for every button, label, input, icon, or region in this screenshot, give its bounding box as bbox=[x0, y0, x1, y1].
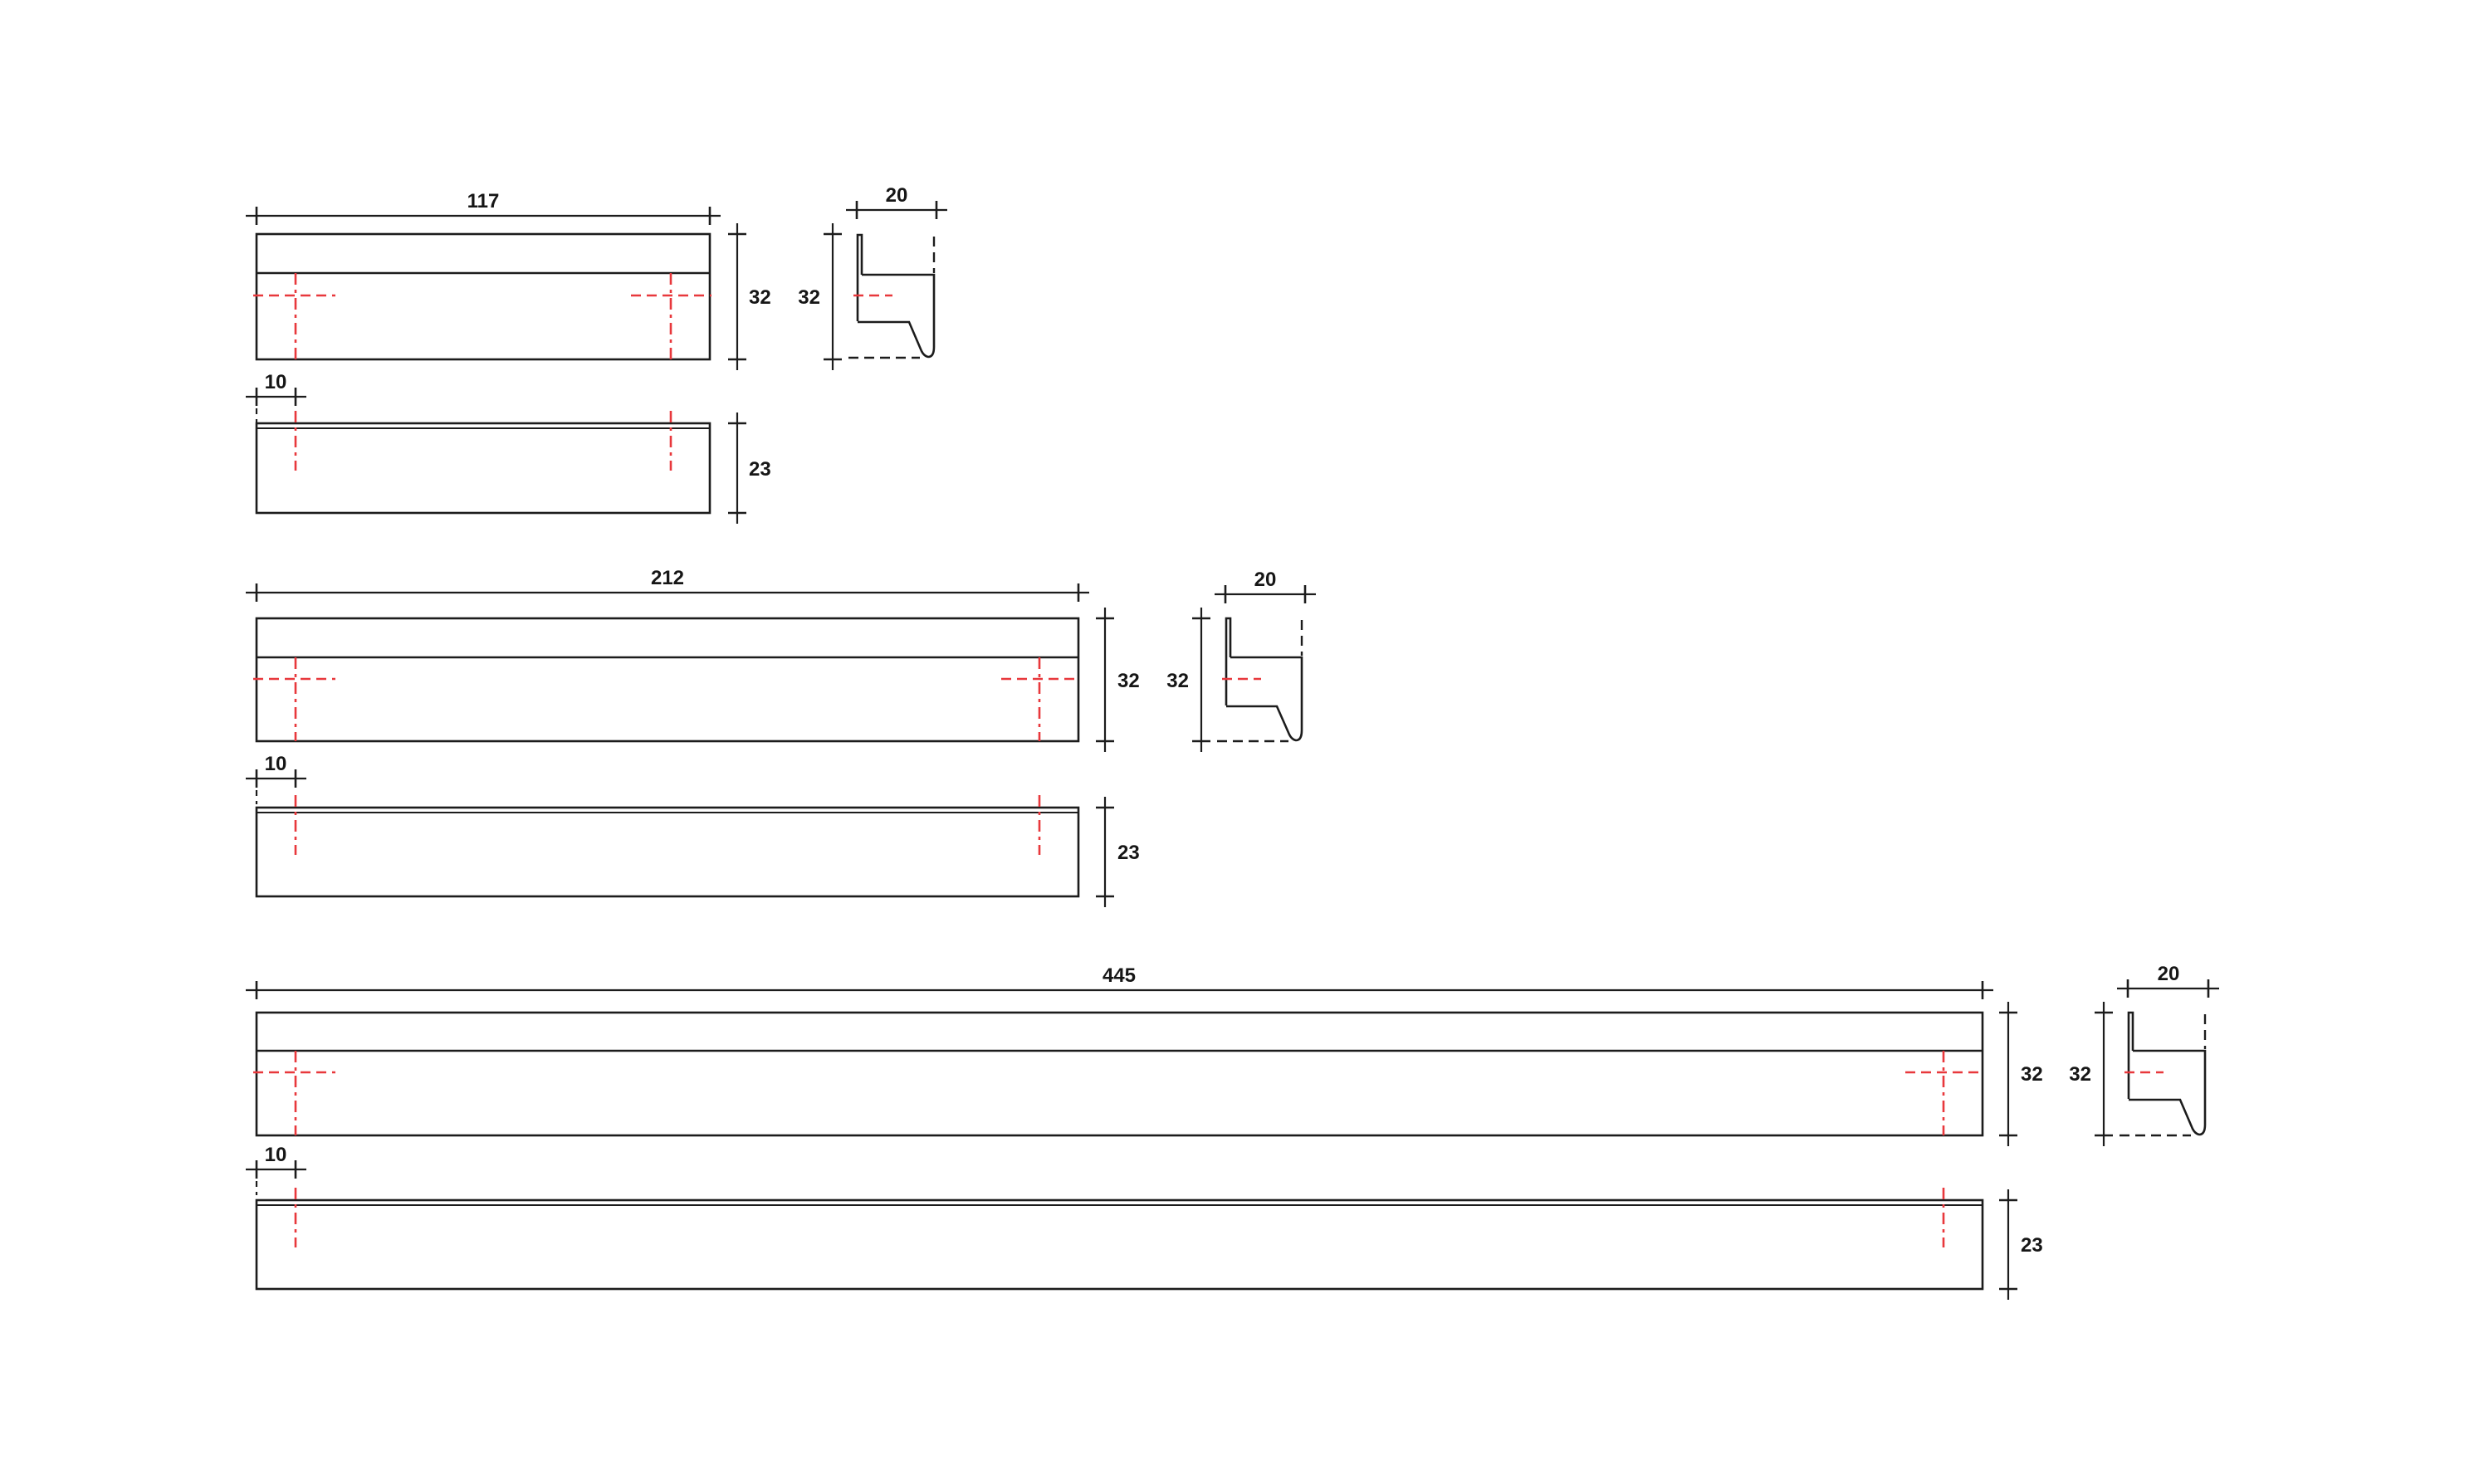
dim-section-width-label: 20 bbox=[1254, 569, 1277, 591]
plan-outline bbox=[255, 1198, 1984, 1291]
dim-thickness-212: 23 bbox=[1096, 797, 1140, 907]
dim-section-width-label: 20 bbox=[886, 184, 908, 207]
dim-thickness-label: 23 bbox=[1117, 842, 1140, 864]
section-mount-tab bbox=[2127, 1011, 2134, 1099]
front-outline bbox=[255, 1011, 1984, 1137]
plan-view-445 bbox=[255, 1188, 1984, 1291]
dim-thickness-445: 23 bbox=[1999, 1189, 2043, 1300]
plan-outline bbox=[255, 806, 1080, 898]
dim-length-label: 445 bbox=[1103, 964, 1136, 987]
dim-section-height-label: 32 bbox=[2069, 1063, 2091, 1086]
dim-height-117: 32 bbox=[728, 223, 771, 370]
dim-length-label: 212 bbox=[651, 567, 684, 589]
plan-outline bbox=[255, 422, 711, 515]
section-view-212: 20 32 bbox=[1166, 569, 1316, 752]
dim-length-117: 117 bbox=[246, 190, 721, 225]
dim-section-height-212: 32 bbox=[1166, 608, 1210, 752]
section-profile-body bbox=[1226, 656, 1303, 742]
dim-offset-212: 10 bbox=[246, 753, 306, 804]
plan-view-212 bbox=[255, 795, 1080, 898]
group-handle-445: 445 32 10 23 bbox=[246, 963, 2219, 1300]
dim-height-label: 32 bbox=[1117, 670, 1140, 692]
section-view-445: 20 32 bbox=[2069, 963, 2219, 1146]
dim-offset-445: 10 bbox=[246, 1144, 306, 1195]
dim-height-label: 32 bbox=[749, 286, 771, 309]
dim-offset-label: 10 bbox=[265, 753, 287, 775]
dim-height-label: 32 bbox=[2021, 1063, 2043, 1086]
dim-section-width-117: 20 bbox=[846, 184, 947, 219]
section-profile-body bbox=[858, 273, 936, 359]
dim-section-height-label: 32 bbox=[1166, 670, 1189, 692]
front-outline bbox=[255, 232, 711, 361]
dim-length-445: 445 bbox=[246, 964, 1993, 999]
group-handle-117: 117 32 10 23 bbox=[246, 184, 947, 524]
dim-length-212: 212 bbox=[246, 567, 1089, 602]
section-view-117: 20 32 bbox=[798, 184, 947, 370]
front-view-212 bbox=[253, 617, 1080, 743]
front-view-117 bbox=[253, 232, 711, 361]
group-handle-212: 212 32 10 23 bbox=[246, 567, 1316, 907]
dim-height-212: 32 bbox=[1096, 608, 1140, 752]
section-profile-body bbox=[2129, 1049, 2207, 1136]
dim-section-height-117: 32 bbox=[798, 223, 842, 370]
plan-view-117 bbox=[255, 411, 711, 515]
dim-thickness-label: 23 bbox=[749, 458, 771, 481]
section-mount-tab bbox=[1225, 617, 1232, 705]
dim-offset-117: 10 bbox=[246, 371, 306, 422]
dim-section-width-445: 20 bbox=[2117, 963, 2219, 998]
dim-offset-label: 10 bbox=[265, 371, 287, 393]
front-outline bbox=[255, 617, 1080, 743]
dim-height-445: 32 bbox=[1999, 1002, 2043, 1146]
section-mount-tab bbox=[856, 233, 863, 321]
dim-section-height-label: 32 bbox=[798, 286, 820, 309]
dim-thickness-label: 23 bbox=[2021, 1234, 2043, 1257]
dim-length-label: 117 bbox=[467, 190, 500, 212]
dim-thickness-117: 23 bbox=[728, 412, 771, 524]
dim-offset-label: 10 bbox=[265, 1144, 287, 1166]
dim-section-width-label: 20 bbox=[2158, 963, 2180, 985]
dim-section-height-445: 32 bbox=[2069, 1002, 2113, 1146]
dim-section-width-212: 20 bbox=[1215, 569, 1316, 603]
front-view-445 bbox=[253, 1011, 1984, 1137]
